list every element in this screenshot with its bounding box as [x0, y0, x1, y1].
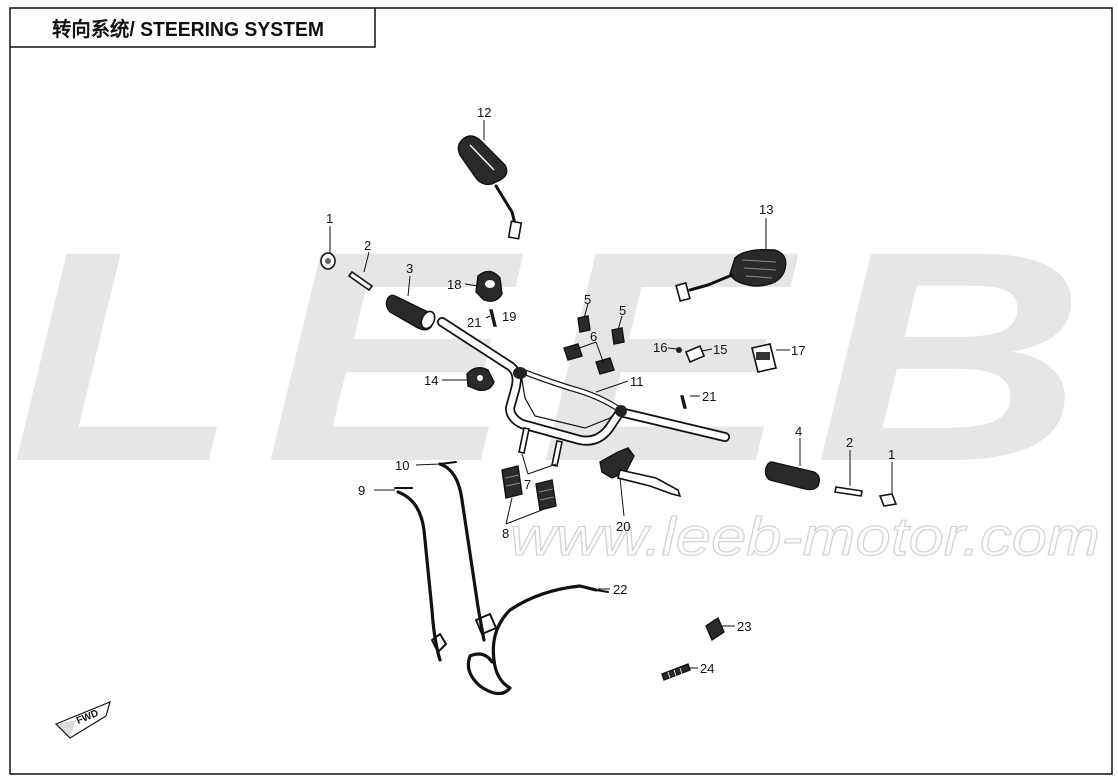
brake-switch [705, 616, 725, 642]
callout-24: 24 [700, 661, 714, 676]
callout-23: 23 [737, 619, 751, 634]
callout-19: 19 [502, 309, 516, 324]
callout-14: 14 [424, 373, 438, 388]
left-mirror [457, 135, 523, 240]
callout-17: 17 [791, 343, 805, 358]
right-switch-housing [751, 343, 777, 373]
callout-22: 22 [613, 582, 627, 597]
callout-9: 9 [358, 483, 365, 498]
callout-4: 4 [795, 424, 802, 439]
page-title: 转向系统/ STEERING SYSTEM [52, 17, 324, 41]
callout-13: 13 [759, 202, 773, 217]
handlebar-clamp-upper-left [577, 315, 591, 333]
adjusting-spring [661, 663, 691, 681]
leader-lines [329, 120, 893, 669]
callout-2-right: 2 [846, 435, 853, 450]
callout-21-right: 21 [702, 389, 716, 404]
callout-21-left: 21 [467, 315, 481, 330]
clutch-cable [394, 487, 447, 662]
callout-10: 10 [395, 458, 409, 473]
brake-hose [466, 584, 609, 696]
callout-labels: 1 2 3 12 13 18 19 21 5 5 6 14 11 16 15 1… [326, 105, 895, 676]
left-grip [385, 294, 436, 331]
callout-5-left: 5 [584, 292, 591, 307]
title-block: 转向系统/ STEERING SYSTEM [10, 8, 376, 48]
right-bar-end-bolt [834, 486, 863, 497]
left-bar-end-bolt [347, 270, 374, 292]
handlebar [437, 317, 730, 446]
clutch-switch [684, 344, 706, 364]
handlebar-riser-right [535, 479, 557, 511]
callout-12: 12 [477, 105, 491, 120]
right-bar-end-weight [878, 493, 898, 507]
left-bar-end-weight [320, 252, 336, 270]
callout-2-left: 2 [364, 238, 371, 253]
callout-7: 7 [524, 477, 531, 492]
callout-15: 15 [713, 342, 727, 357]
forward-direction-arrow: FWD [54, 700, 111, 739]
callout-6: 6 [590, 329, 597, 344]
switch-screw [489, 309, 497, 327]
callout-3: 3 [406, 261, 413, 276]
clamp-bolt-right [551, 440, 563, 467]
left-switch-housing [475, 270, 503, 302]
handlebar-clamp-lower-left [563, 343, 583, 361]
watermark-url: www.leeb-motor.com [510, 507, 1100, 567]
handlebar-clamp-upper-right [611, 327, 625, 345]
page-border [9, 7, 1113, 775]
watermark: LEEB www.leeb-motor.com [10, 188, 1110, 568]
left-control-clamp [466, 367, 495, 392]
callout-1-left: 1 [326, 211, 333, 226]
right-screw [680, 395, 687, 409]
watermark-brand: LEEB [10, 188, 1110, 524]
right-mirror [675, 248, 787, 303]
callout-5-right: 5 [619, 303, 626, 318]
callout-16: 16 [653, 340, 667, 355]
handlebar-clamp-lower-right [595, 357, 615, 375]
switch-pin [676, 347, 682, 353]
callout-18: 18 [447, 277, 461, 292]
brake-master-cylinder-lever [599, 447, 682, 498]
clamp-bolt-left [518, 427, 530, 454]
right-grip [764, 461, 821, 491]
callout-11: 11 [630, 374, 644, 389]
fwd-label: FWD [75, 708, 100, 727]
callout-1-right: 1 [888, 447, 895, 462]
callout-20: 20 [616, 519, 630, 534]
handlebar-riser-left [501, 465, 523, 499]
callout-8: 8 [502, 526, 509, 541]
